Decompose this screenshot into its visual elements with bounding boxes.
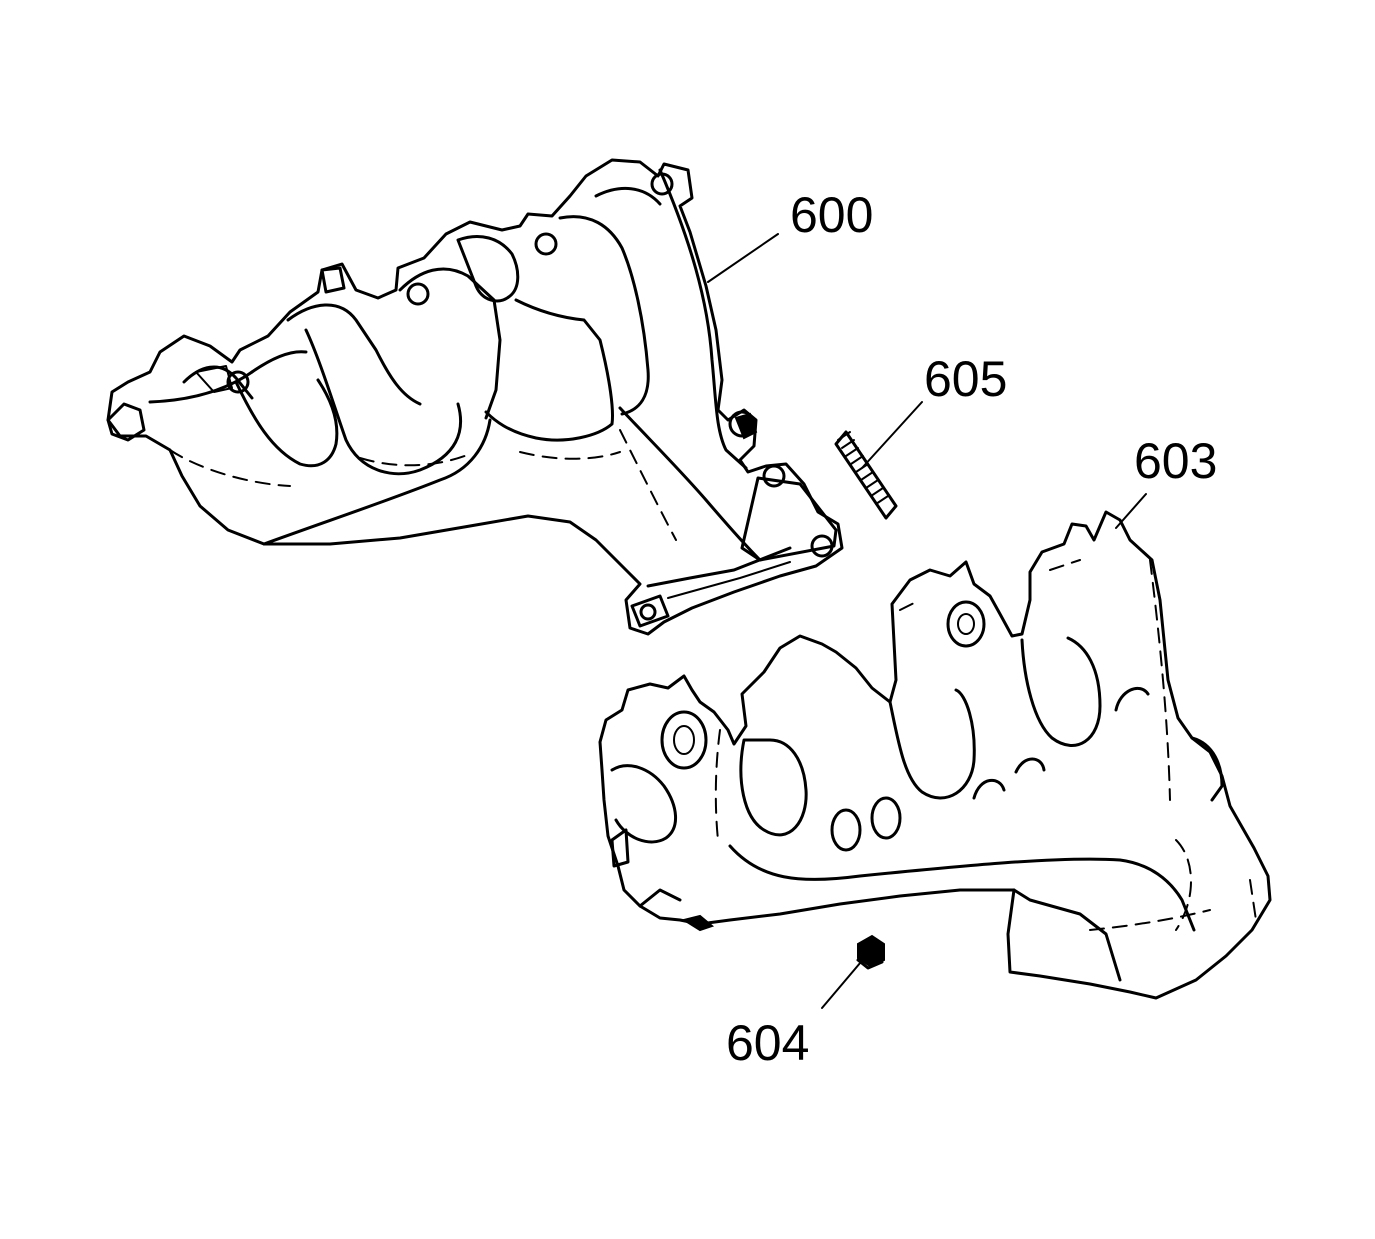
- callout-600: 600: [790, 187, 873, 243]
- heat-shield-603: [598, 510, 1272, 1000]
- leader-604: [821, 955, 867, 1009]
- leader-600: [707, 233, 779, 283]
- exhaust-manifold-600: [106, 158, 844, 636]
- callout-605: 605: [924, 351, 1007, 407]
- bolt-604: [856, 934, 885, 970]
- leader-lines: [707, 233, 1147, 1009]
- stud-605: [834, 430, 898, 520]
- leader-603: [1115, 493, 1147, 529]
- leader-605: [861, 401, 923, 469]
- callout-603: 603: [1134, 433, 1217, 489]
- callout-604: 604: [726, 1015, 809, 1071]
